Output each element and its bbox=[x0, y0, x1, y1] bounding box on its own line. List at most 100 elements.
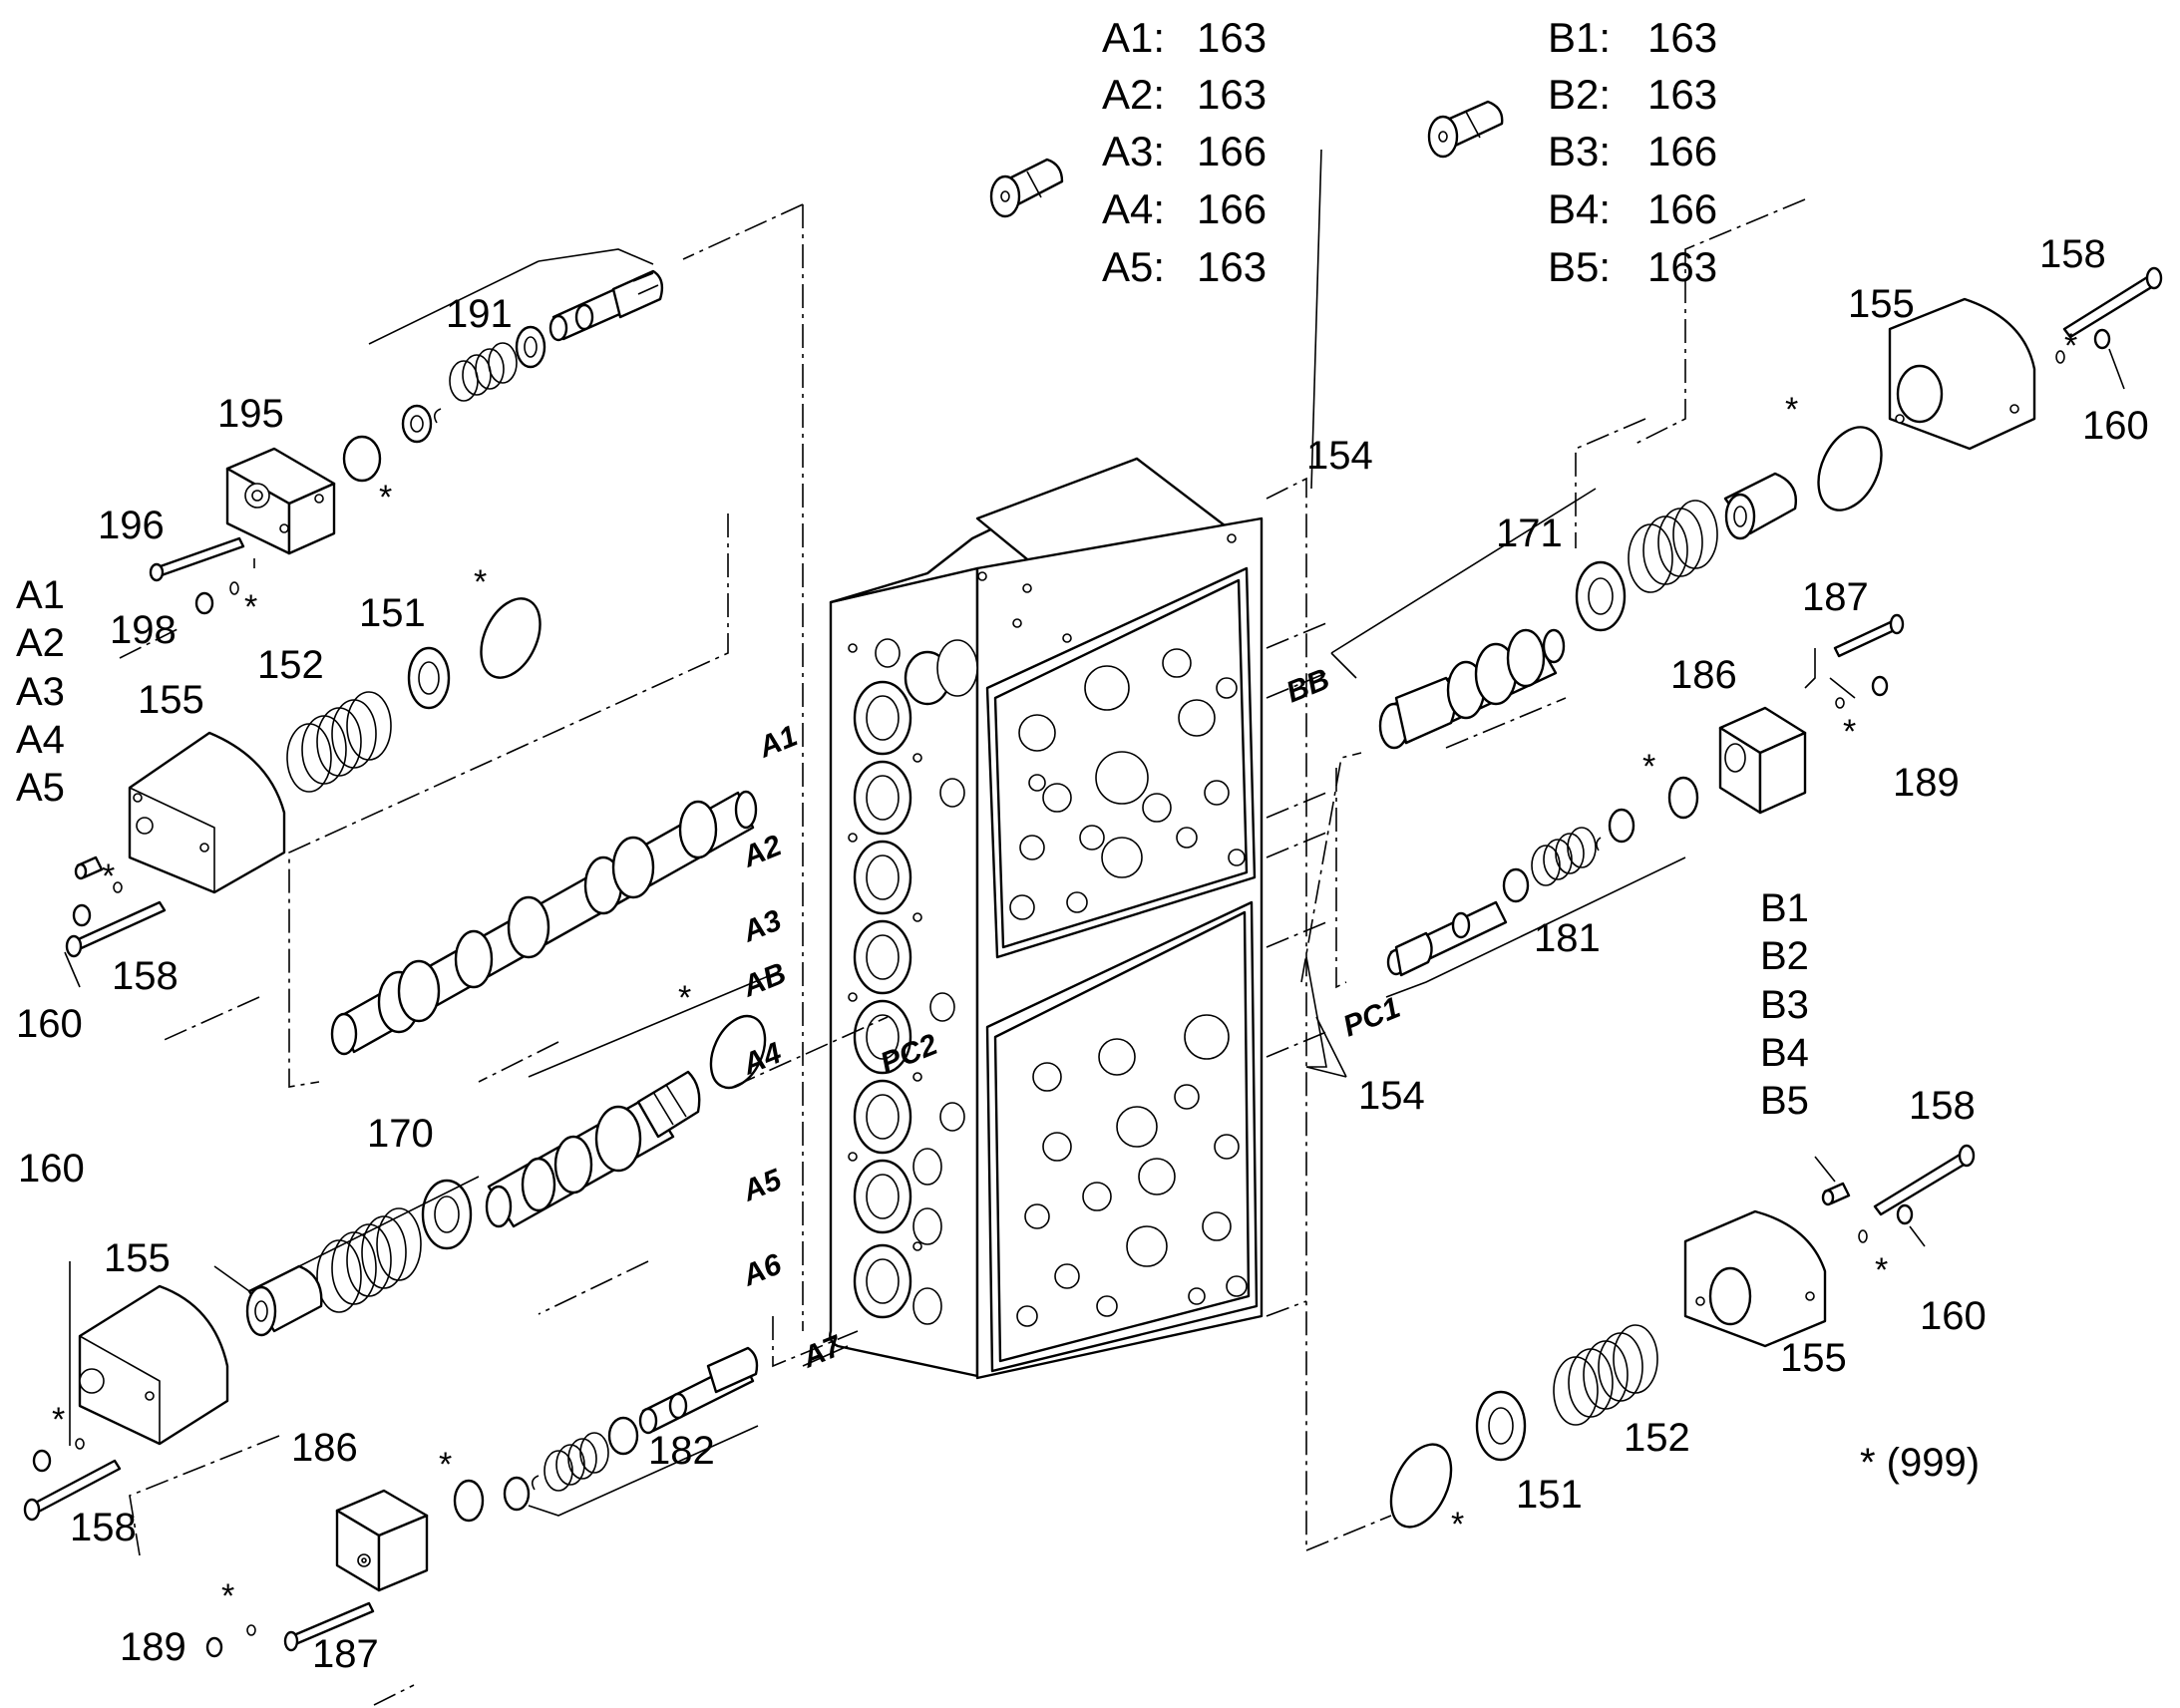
table-b-code-3: B3: bbox=[1548, 128, 1611, 174]
washer-182 bbox=[503, 1476, 531, 1512]
label-196: 196 bbox=[98, 504, 165, 547]
port-a6: A6 bbox=[737, 1247, 786, 1292]
table-a-code-2: A2: bbox=[1102, 71, 1165, 118]
label-195: 195 bbox=[217, 392, 284, 436]
spring-170 bbox=[316, 1207, 422, 1313]
screw-158-left-top bbox=[65, 900, 167, 958]
footnote: * (999) bbox=[1860, 1441, 1980, 1485]
screw-196 bbox=[149, 536, 245, 582]
port-bb: BB bbox=[1281, 663, 1334, 710]
screw-187-right bbox=[1833, 613, 1905, 658]
leader-lines bbox=[64, 149, 2125, 1517]
table-b-code-1: B1: bbox=[1548, 14, 1611, 61]
o-ring-right-bottom bbox=[1389, 1443, 1453, 1529]
label-171: 171 bbox=[1496, 512, 1563, 555]
seat-151-left bbox=[407, 646, 451, 710]
table-b-value-2: 163 bbox=[1647, 71, 1717, 118]
label-158-left-bottom: 158 bbox=[70, 1506, 137, 1549]
label-151-left: 151 bbox=[359, 591, 426, 635]
table-a-value-2: 163 bbox=[1197, 71, 1267, 118]
label-189-right: 189 bbox=[1893, 761, 1960, 805]
label-187-bottom: 187 bbox=[312, 1632, 379, 1676]
label-154-bottom: 154 bbox=[1358, 1074, 1425, 1118]
screw-158-left-bottom bbox=[23, 1459, 122, 1522]
table-b-code-5: B5: bbox=[1548, 243, 1611, 290]
label-189-bottom: 189 bbox=[120, 1625, 186, 1669]
left-group-1: A1 bbox=[16, 573, 65, 617]
right-group-4: B4 bbox=[1760, 1031, 1809, 1075]
assembly-lines bbox=[119, 198, 1816, 1706]
table-a-code-3: A3: bbox=[1102, 128, 1165, 174]
right-group-3: B3 bbox=[1760, 983, 1809, 1027]
table-b-code-4: B4: bbox=[1548, 185, 1611, 232]
o-ring-171 bbox=[1817, 426, 1883, 512]
washer-160-left-top bbox=[72, 881, 123, 927]
asterisk: * bbox=[1451, 1506, 1464, 1543]
asterisk: * bbox=[678, 979, 691, 1017]
main-spool bbox=[330, 790, 758, 1056]
label-158-left-top: 158 bbox=[112, 954, 179, 998]
label-155-right-bottom: 155 bbox=[1780, 1336, 1847, 1380]
seat-171 bbox=[1575, 560, 1627, 632]
label-155-left-bottom: 155 bbox=[104, 1236, 171, 1280]
label-160-right-top: 160 bbox=[2082, 404, 2149, 448]
cap-155-left-bottom bbox=[78, 1284, 229, 1446]
label-151-right: 151 bbox=[1516, 1473, 1583, 1517]
right-group-2: B2 bbox=[1760, 934, 1809, 978]
block-195 bbox=[225, 447, 336, 555]
port-pc1: PC1 bbox=[1338, 991, 1404, 1043]
asterisk: * bbox=[1875, 1251, 1888, 1289]
table-b-code-2: B2: bbox=[1548, 71, 1611, 118]
left-group-5: A5 bbox=[16, 766, 65, 810]
asterisk: * bbox=[439, 1446, 452, 1484]
table-a-code-4: A4: bbox=[1102, 185, 1165, 232]
label-170: 170 bbox=[367, 1112, 434, 1156]
spool-171 bbox=[1378, 628, 1566, 750]
table-b: B1: 163 B2: 163 B3: 166 B4: 166 B5: 163 bbox=[1548, 14, 1717, 290]
washer-189-right bbox=[1835, 675, 1889, 709]
spring-152-right bbox=[1553, 1324, 1658, 1426]
o-ring-182 bbox=[453, 1479, 485, 1523]
washer-160-left-bottom bbox=[32, 1438, 85, 1473]
cap-155-right-bottom bbox=[1683, 1209, 1827, 1348]
washer-160-right-top bbox=[2055, 328, 2111, 364]
left-group-3: A3 bbox=[16, 670, 65, 714]
label-158-right-bottom: 158 bbox=[1909, 1084, 1976, 1128]
seat-151-right bbox=[1475, 1390, 1527, 1462]
label-187-right: 187 bbox=[1802, 575, 1869, 619]
right-group-5: B5 bbox=[1760, 1079, 1809, 1123]
label-186-bottom: 186 bbox=[291, 1426, 358, 1470]
clip-181 bbox=[1596, 837, 1602, 852]
table-b-value-1: 163 bbox=[1647, 14, 1717, 61]
label-158-right-top: 158 bbox=[2039, 232, 2106, 276]
label-160-left-bottom: 160 bbox=[18, 1147, 85, 1191]
plug-a-icon bbox=[989, 158, 1064, 218]
valve-body-154 bbox=[829, 457, 1264, 1380]
part-191-assembly bbox=[342, 269, 664, 483]
left-group-4: A4 bbox=[16, 718, 65, 762]
table-a-value-4: 166 bbox=[1197, 185, 1267, 232]
right-group-1: B1 bbox=[1760, 886, 1809, 930]
table-a-value-5: 163 bbox=[1197, 243, 1267, 290]
plug-right-b bbox=[1821, 1182, 1851, 1206]
port-a4: A4 bbox=[737, 1036, 786, 1081]
spring-152-left bbox=[286, 691, 392, 793]
port-ab: AB bbox=[737, 957, 790, 1004]
table-a-code-1: A1: bbox=[1102, 14, 1165, 61]
port-a5: A5 bbox=[737, 1163, 787, 1208]
table-a: A1: 163 A2: 163 A3: 166 A4: 166 A5: 163 bbox=[1102, 14, 1267, 290]
asterisk: * bbox=[1642, 748, 1655, 786]
asterisk: * bbox=[102, 857, 115, 895]
asterisk: * bbox=[474, 563, 487, 601]
asterisk: * bbox=[244, 588, 257, 626]
spring-181 bbox=[1531, 827, 1597, 886]
label-155-right-top: 155 bbox=[1848, 282, 1915, 326]
port-a3: A3 bbox=[737, 903, 786, 948]
label-198: 198 bbox=[110, 608, 177, 652]
label-154-top: 154 bbox=[1306, 434, 1373, 478]
screw-187-bottom bbox=[283, 1601, 375, 1652]
washer-198 bbox=[194, 581, 239, 615]
o-ring-left-lower bbox=[709, 1014, 767, 1090]
plug-b-icon bbox=[1427, 100, 1504, 159]
screw-158-right-bottom bbox=[1873, 1144, 1976, 1216]
